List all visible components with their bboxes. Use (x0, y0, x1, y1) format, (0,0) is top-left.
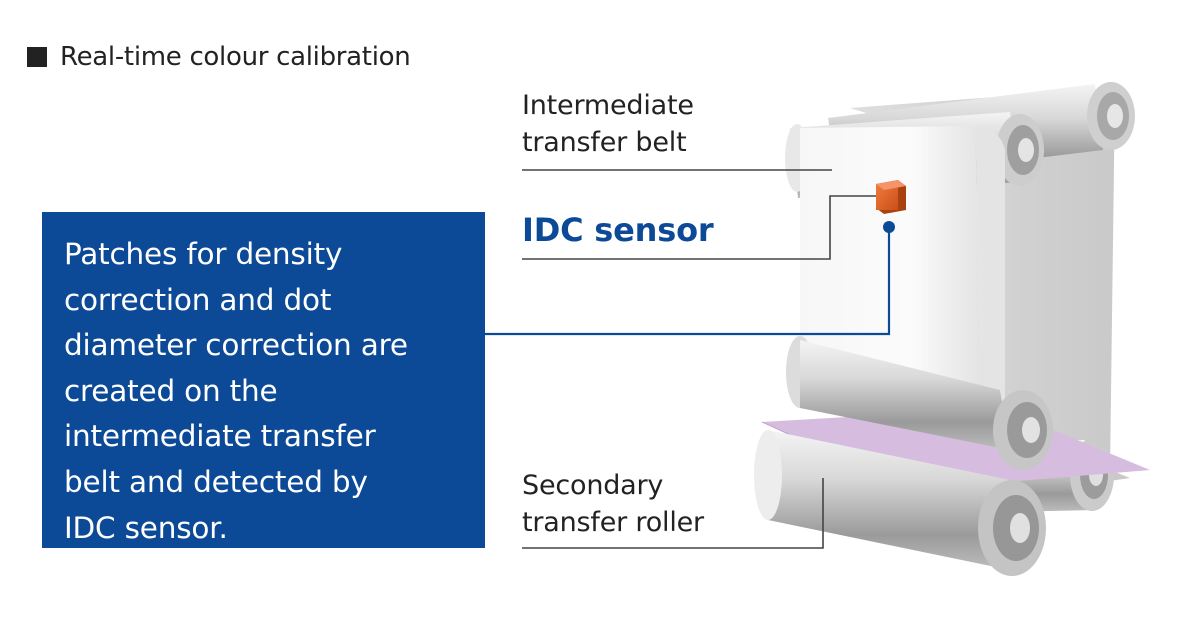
roller-label-line-1: Secondary (522, 470, 664, 501)
box-to-sensor-connector (485, 221, 895, 336)
intermediate-transfer-belt-label: Intermediate transfer belt (522, 87, 694, 161)
description-line: belt and detected by (64, 464, 368, 499)
description-line: correction and dot (64, 282, 332, 317)
section-header: Real-time colour calibration (27, 42, 411, 72)
secondary-transfer-roller-label: Secondary transfer roller (522, 467, 704, 541)
section-title: Real-time colour calibration (60, 42, 411, 72)
sensor-leader-line (522, 195, 876, 260)
description-line: intermediate transfer (64, 419, 376, 454)
description-line: diameter correction are (64, 328, 408, 363)
belt-label-line-2: transfer belt (522, 127, 687, 158)
secondary-transfer-roller-shape (754, 430, 1046, 576)
idc-sensor-label: IDC sensor (522, 211, 714, 249)
description-text: Patches for density correction and dot d… (64, 232, 477, 551)
roller-label-line-2: transfer roller (522, 507, 704, 538)
description-line: IDC sensor. (64, 510, 228, 545)
description-line: created on the (64, 373, 278, 408)
header-bullet-square (27, 47, 47, 67)
roller-leader-line (522, 478, 824, 549)
description-box: Patches for density correction and dot d… (42, 212, 485, 548)
belt-label-line-1: Intermediate (522, 90, 694, 121)
belt-lower-roller (786, 336, 1053, 470)
description-line: Patches for density (64, 237, 343, 271)
idc-sensor-block (876, 180, 906, 214)
leader-lines (522, 169, 876, 549)
